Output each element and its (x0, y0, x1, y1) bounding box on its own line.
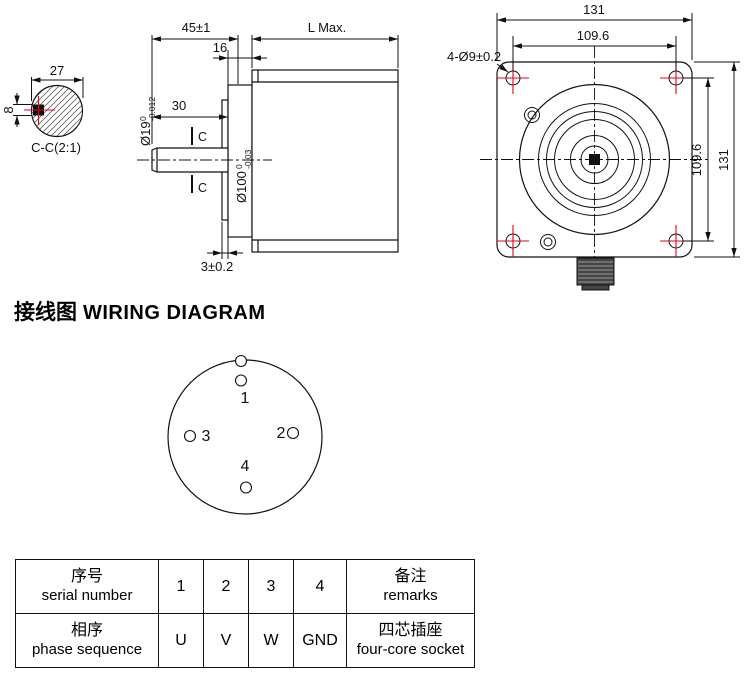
serial-cell-3: 3 (248, 559, 294, 614)
cable-connector (576, 257, 615, 291)
cc-view-label: C-C(2:1) (31, 140, 81, 155)
mounting-flange (227, 84, 253, 238)
socket-type-cell: 四芯插座 four-core socket (346, 613, 475, 668)
flange-thickness-dim: 16 (213, 40, 227, 55)
flange-height-dim: 131 (716, 149, 731, 171)
svg-text:0: 0 (234, 164, 244, 169)
serial-cell-2: 2 (203, 559, 249, 614)
svg-text:-0.012: -0.012 (147, 97, 157, 121)
svg-text:Ø100: Ø100 (234, 171, 249, 203)
shaft-section-circle (30, 84, 84, 138)
pilot-height-dim: 3±0.2 (201, 259, 233, 274)
pin-2-label: 2 (277, 425, 286, 442)
serial-number-header-cell: 序号 serial number (15, 559, 159, 614)
phase-cell-w: W (248, 613, 294, 668)
pin-2-hole (286, 426, 300, 440)
concentric-rings (518, 83, 671, 236)
pin-4-label: 4 (241, 458, 250, 475)
side-view: C C 45±1 L Max. 16 30 Ø19 0 -0.012 Ø100 (137, 20, 399, 274)
motor-body (251, 69, 399, 253)
phase-sequence-label-en: phase sequence (31, 641, 143, 659)
front-view: 131 109.6 4-Ø9±0.2 109.6 131 (447, 2, 740, 291)
wiring-heading-en: WIRING DIAGRAM (83, 302, 266, 324)
shaft-diameter-dim: Ø19 0 -0.012 (138, 97, 157, 146)
wiring-table: 序号 serial number 1 2 3 4 备注 remarks 相序 p… (15, 559, 475, 668)
pin-4-hole (239, 481, 253, 494)
svg-text:-0.03: -0.03 (243, 149, 253, 169)
pin-1-label: 1 (241, 390, 250, 407)
wiring-heading-cn: 接线图 (14, 301, 77, 324)
shaft-length-dim: 30 (172, 98, 186, 113)
section-mark-top: C (198, 130, 207, 144)
pin-3-label: 3 (202, 428, 211, 445)
bolt-spacing-v-dim: 109.6 (689, 144, 704, 177)
serial-number-label-cn: 序号 (70, 568, 103, 586)
remarks-label-en: remarks (383, 587, 438, 605)
socket-type-cn: 四芯插座 (378, 622, 443, 640)
serial-cell-1: 1 (158, 559, 204, 614)
serial-number-label-en: serial number (41, 587, 133, 605)
front-length-dim: 45±1 (182, 20, 211, 35)
pin-holes (524, 107, 556, 250)
connector-pinout-diagram: 1 2 3 4 (167, 354, 323, 515)
pin-3-hole (183, 429, 197, 443)
shaft-key-square (589, 154, 600, 165)
total-length-dim: L Max. (308, 20, 347, 35)
cc-key-height-dim: 8 (1, 106, 16, 113)
remarks-header-cell: 备注 remarks (346, 559, 475, 614)
section-mark-bottom: C (198, 181, 207, 195)
phase-sequence-header-cell: 相序 phase sequence (15, 613, 159, 668)
section-hatching (32, 86, 82, 136)
socket-type-en: four-core socket (356, 641, 465, 659)
svg-text:0: 0 (138, 116, 148, 121)
phase-sequence-label-cn: 相序 (70, 622, 103, 640)
connector-keyway (234, 354, 248, 368)
table-row-phase-sequence: 相序 phase sequence U V W GND 四芯插座 four-co… (15, 613, 475, 668)
remarks-label-cn: 备注 (394, 568, 427, 586)
svg-text:Ø19: Ø19 (138, 121, 153, 146)
phase-cell-v: V (203, 613, 249, 668)
pin-1-hole (234, 374, 248, 387)
phase-cell-gnd: GND (293, 613, 347, 668)
serial-cell-4: 4 (293, 559, 347, 614)
bolt-spacing-h-dim: 109.6 (577, 28, 610, 43)
wiring-diagram-heading: 接线图 WIRING DIAGRAM (14, 296, 266, 326)
table-row-serial-number: 序号 serial number 1 2 3 4 备注 remarks (15, 559, 475, 614)
cc-width-dim: 27 (50, 63, 64, 78)
pilot-diameter-dim: Ø100 0 -0.03 (234, 149, 253, 203)
mounting-holes-dim: 4-Ø9±0.2 (447, 49, 501, 64)
phase-cell-u: U (158, 613, 204, 668)
flange-width-dim: 131 (583, 2, 605, 17)
cc-section-view: 27 8 C-C(2:1) (1, 63, 84, 155)
